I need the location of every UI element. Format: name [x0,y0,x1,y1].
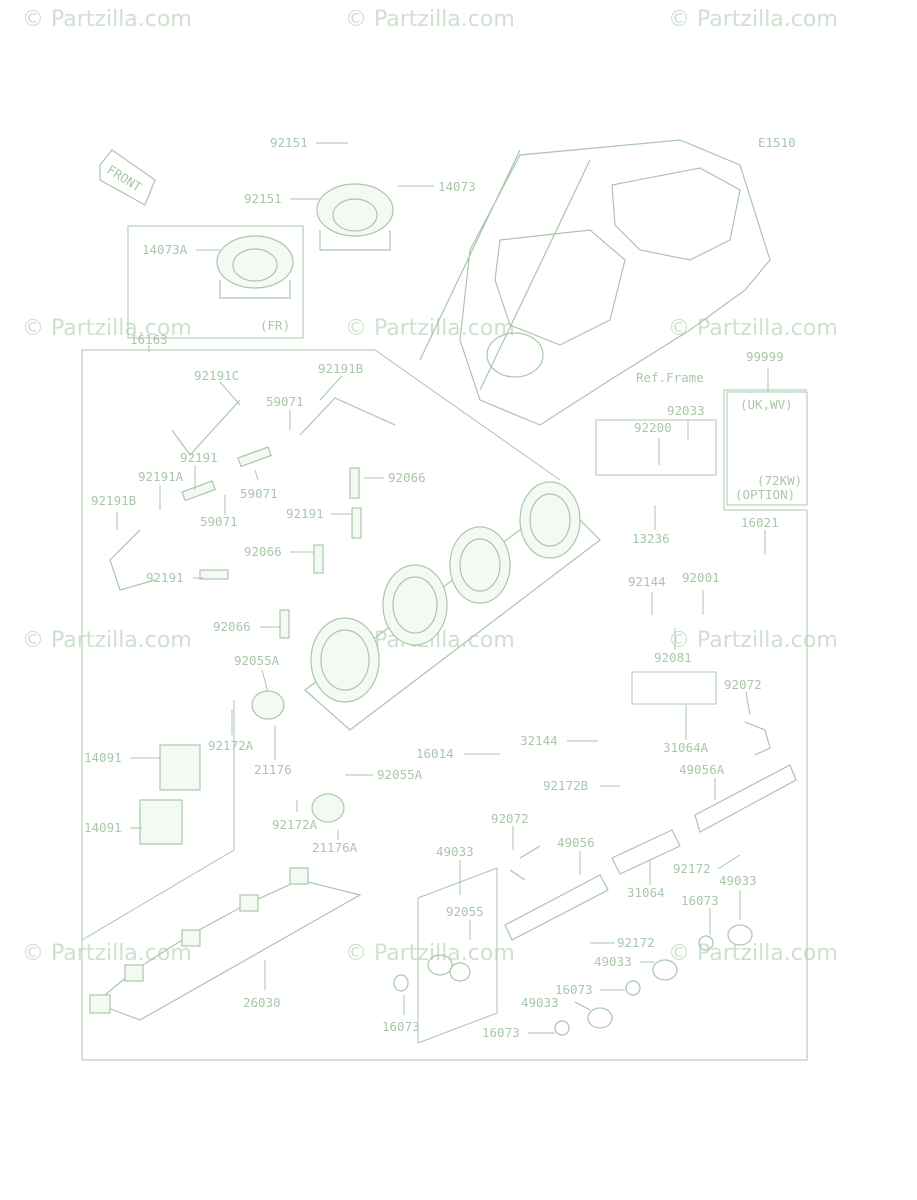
leader-lines [116,142,769,1034]
watermark: © Partzilla.com [668,941,838,966]
part-label: 92081 [654,650,692,665]
throttle-body-assembly [304,481,601,731]
part-label: 92200 [634,420,672,435]
part-label: 92001 [682,570,720,585]
part-label: 92191 [180,450,218,465]
part-label: 92066 [213,619,251,634]
part-label: 92033 [667,403,705,418]
part-label: 21176 [254,762,292,777]
part-label: 92191 [286,506,324,521]
diagram-code: E1510 [758,135,796,150]
part-label: 92172 [673,861,711,876]
watermark: © Partzilla.com [345,941,515,966]
watermark: © Partzilla.com [668,7,838,32]
part-label: 59071 [266,394,304,409]
part-label: 92172B [543,778,588,793]
front-arrow-icon: FRONT [99,149,156,206]
part-label: 26030 [243,995,281,1010]
part-label: 16021 [741,515,779,530]
part-label: 92172A [208,738,254,753]
part-label: 92066 [388,470,426,485]
part-label: 21176A [312,840,358,855]
watermark: © Partzilla.com [22,941,192,966]
watermark: © Partzilla.com [668,316,838,341]
part-label: 92151 [270,135,308,150]
part-label: 92072 [491,811,529,826]
frame-outlines [81,225,808,1061]
part-label: 92055A [377,767,423,782]
part-label: 49033 [719,873,757,888]
part-label: 16073 [681,893,719,908]
part-label: 14073 [438,179,476,194]
part-label: 92191B [91,493,136,508]
watermark: © Partzilla.com [345,316,515,341]
watermark: © Partzilla.com [22,7,192,32]
part-labels: 92151 14073 92151 14073A 16163 92191C 92… [84,135,784,1040]
hoses-and-fittings [109,397,771,881]
fuel-rail-parts [393,764,797,1036]
part-label: 16073 [382,1019,420,1034]
part-label: 49056A [679,762,725,777]
part-label: 32144 [520,733,558,748]
part-label: 99999 [746,349,784,364]
part-label: 49033 [594,954,632,969]
part-label: 16014 [416,746,454,761]
part-label: 59071 [240,486,278,501]
front-text: FRONT [104,162,144,195]
ref-frame-note: Ref.Frame [636,370,704,385]
part-label: 59071 [200,514,238,529]
part-label: 16163 [130,332,168,347]
kw72-note: (72KW) [757,473,802,488]
part-label: 49056 [557,835,595,850]
part-label: 92066 [244,544,282,559]
uk-wv-note: (UK,WV) [740,397,793,412]
part-label: 92055A [234,653,280,668]
watermark: © Partzilla.com [668,628,838,653]
fr-note: (FR) [260,318,290,333]
part-label: 92191 [146,570,184,585]
part-label: 14091 [84,750,122,765]
ref-frame [419,139,771,426]
part-label: 92191C [194,368,239,383]
part-label: 14073A [142,242,188,257]
watermark: © Partzilla.com [345,7,515,32]
part-label: 92144 [628,574,666,589]
part-label: 92172A [272,817,318,832]
part-label: 92151 [244,191,282,206]
wiring-harness [89,867,362,1021]
watermarks: © Partzilla.com © Partzilla.com © Partzi… [22,7,838,966]
part-label: 14091 [84,820,122,835]
part-label: 31064A [663,740,709,755]
part-label: 92191A [138,469,184,484]
part-label: 16073 [555,982,593,997]
option-note: (OPTION) [735,487,795,502]
part-label: 92172 [617,935,655,950]
part-label: 92055 [446,904,484,919]
part-label: 31064 [627,885,665,900]
air-intakes [216,183,394,299]
watermark: © Partzilla.com [22,628,192,653]
part-label: 49033 [436,844,474,859]
part-label: 49033 [521,995,559,1010]
part-label: 13236 [632,531,670,546]
part-label: 16073 [482,1025,520,1040]
watermark: © Partzilla.com [22,316,192,341]
part-label: 92191B [318,361,363,376]
part-label: 92072 [724,677,762,692]
